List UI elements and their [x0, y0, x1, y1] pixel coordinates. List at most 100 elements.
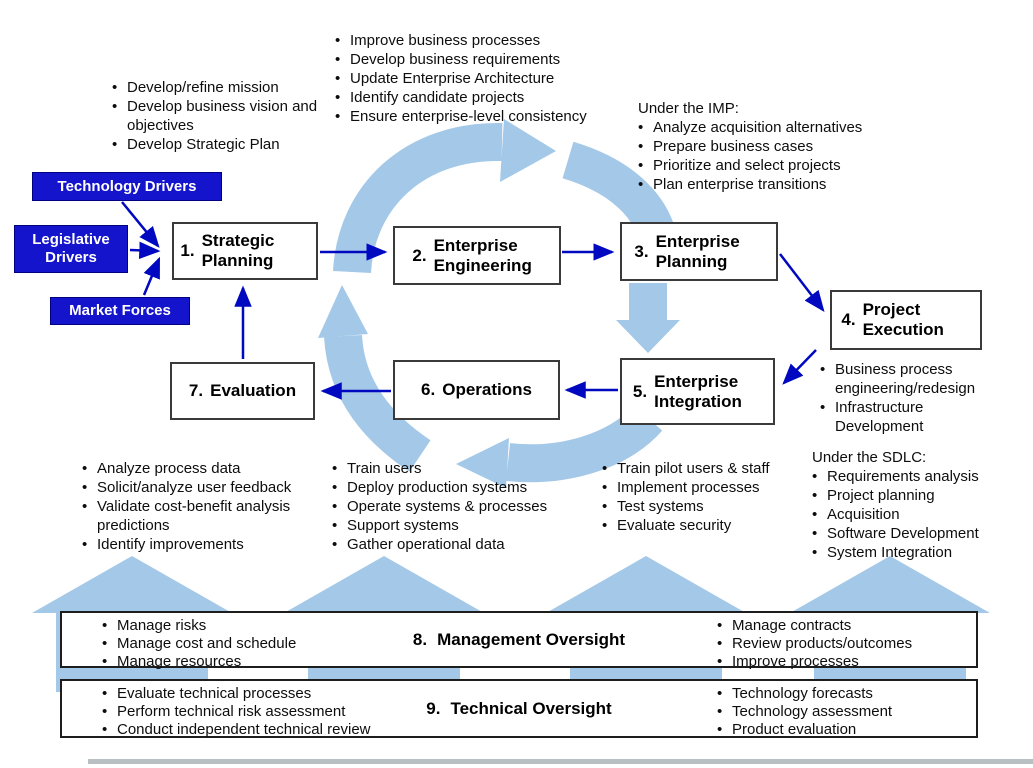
- flow-arrow-3-4-icon: [779, 253, 825, 312]
- bullet-item: Implement processes: [602, 478, 787, 497]
- bullet-item: Develop/refine mission: [112, 78, 347, 97]
- bullet-item: Technology forecasts: [717, 685, 892, 703]
- driver-box-market: Market Forces: [50, 297, 190, 325]
- bullet-item: Operate systems & processes: [332, 497, 607, 516]
- phase-number: 3.: [634, 241, 649, 261]
- bullet-item: Infrastructure Development: [820, 398, 1010, 436]
- bullet-item: Prioritize and select projects: [638, 156, 938, 175]
- phase-box-3-enterprise-planning: 3. Enterprise Planning: [620, 222, 778, 281]
- driver-box-technology: Technology Drivers: [32, 172, 222, 201]
- bullet-item: Train users: [332, 459, 607, 478]
- bullet-item: Requirements analysis: [812, 467, 1032, 486]
- bullet-item: Support systems: [332, 516, 607, 535]
- driver-label: Market Forces: [69, 302, 171, 319]
- bullet-item: Manage resources: [102, 653, 296, 671]
- phase-box-7-evaluation: 7. Evaluation: [170, 362, 315, 420]
- driver-label: Technology Drivers: [57, 177, 197, 195]
- management-left-list: Manage risksManage cost and scheduleMana…: [102, 617, 296, 671]
- cycle-arrowhead-up-icon: [318, 285, 368, 338]
- phase-name: Enterprise Engineering: [433, 235, 532, 275]
- note-evaluation: Analyze process dataSolicit/analyze user…: [82, 459, 344, 554]
- phase-name: Enterprise Integration: [654, 371, 742, 411]
- cycle-down-arrow-icon: [616, 283, 680, 353]
- slide-edge-line: [88, 759, 1033, 764]
- note-enterprise-integration: Train pilot users & staffImplement proce…: [602, 459, 787, 535]
- bullet-item: Technology assessment: [717, 703, 892, 721]
- driver-arrow-technology-icon: [121, 201, 160, 248]
- bullet-item: Develop Strategic Plan: [112, 135, 347, 154]
- driver-arrow-legislative-icon: [129, 241, 161, 260]
- bullet-item: Business process engineering/redesign: [820, 360, 1010, 398]
- management-right-list: Manage contractsReview products/outcomes…: [717, 617, 912, 671]
- bullet-item: Manage risks: [102, 617, 296, 635]
- note-under-the-sdlc: Under the SDLC: Requirements analysisPro…: [812, 448, 1032, 562]
- note-operations: Train usersDeploy production systemsOper…: [332, 459, 607, 554]
- bullet-item: Update Enterprise Architecture: [335, 69, 655, 88]
- phase-name: Evaluation: [210, 381, 297, 400]
- cycle-arc-left-icon: [324, 334, 431, 472]
- bullet-item: Perform technical risk assessment: [102, 703, 371, 721]
- phase-box-6-operations: 6. Operations: [393, 360, 560, 420]
- phase-number: 4.: [841, 310, 856, 329]
- bullet-item: Gather operational data: [332, 535, 607, 554]
- technical-oversight-label: 9. Technical Oversight: [62, 699, 976, 719]
- bullet-item: Product evaluation: [717, 721, 892, 739]
- bullet-item: Plan enterprise transitions: [638, 175, 938, 194]
- bullet-item: Ensure enterprise-level consistency: [335, 107, 655, 126]
- driver-box-legislative: Legislative Drivers: [14, 225, 128, 273]
- technical-left-list: Evaluate technical processesPerform tech…: [102, 685, 371, 739]
- oversight-name: Management Oversight: [437, 629, 626, 649]
- phase-box-2-enterprise-engineering: 2. Enterprise Engineering: [393, 226, 561, 285]
- bullet-item: Train pilot users & staff: [602, 459, 787, 478]
- technical-right-list: Technology forecastsTechnology assessmen…: [717, 685, 892, 739]
- bullet-item: Identify improvements: [82, 535, 344, 554]
- phase-box-1-strategic-planning: 1. Strategic Planning: [172, 222, 318, 280]
- bullet-item: Improve processes: [717, 653, 912, 671]
- phase-name: Project Execution: [862, 300, 944, 339]
- oversight-bar-management: Manage risksManage cost and scheduleMana…: [60, 611, 978, 671]
- oversight-bar-technical: Evaluate technical processesPerform tech…: [60, 679, 978, 738]
- driver-label: Legislative Drivers: [32, 231, 110, 266]
- bullet-item: Analyze process data: [82, 459, 344, 478]
- bullet-item: Identify candidate projects: [335, 88, 655, 107]
- oversight-number: 9.: [426, 698, 441, 718]
- sdlc-heading: Under the SDLC:: [812, 449, 927, 466]
- bullet-item: Project planning: [812, 486, 1032, 505]
- phase-number: 7.: [188, 381, 204, 400]
- phase-name: Enterprise Planning: [655, 231, 740, 271]
- bullet-item: Analyze acquisition alternatives: [638, 118, 938, 137]
- bullet-item: Evaluate security: [602, 516, 787, 535]
- bullet-item: Review products/outcomes: [717, 635, 912, 653]
- bullet-item: Validate cost-benefit analysis predictio…: [82, 497, 344, 535]
- imp-heading: Under the IMP:: [638, 100, 739, 117]
- management-oversight-label: 8. Management Oversight: [62, 630, 976, 650]
- note-enterprise-engineering: Improve business processesDevelop busine…: [335, 31, 655, 126]
- driver-arrow-market-icon: [142, 256, 161, 296]
- phase-number: 6.: [421, 380, 436, 399]
- bullet-item: Software Development: [812, 524, 1032, 543]
- phase-number: 1.: [180, 241, 195, 260]
- bullet-item: Develop business vision and objectives: [112, 97, 347, 135]
- phase-name: Strategic Planning: [201, 231, 275, 270]
- bullet-item: Prepare business cases: [638, 137, 938, 156]
- bullet-item: Develop business requirements: [335, 50, 655, 69]
- bullet-item: Manage contracts: [717, 617, 912, 635]
- bullet-item: Improve business processes: [335, 31, 655, 50]
- bullet-item: Deploy production systems: [332, 478, 607, 497]
- bullet-item: Solicit/analyze user feedback: [82, 478, 344, 497]
- cycle-arrowhead-right-icon: [500, 119, 556, 182]
- flow-arrow-4-5-icon: [782, 349, 817, 385]
- phase-number: 5.: [632, 381, 648, 401]
- note-under-the-imp: Under the IMP: Analyze acquisition alter…: [638, 99, 938, 194]
- oversight-number: 8.: [412, 629, 428, 649]
- note-strategic-planning: Develop/refine missionDevelop business v…: [112, 78, 347, 154]
- bullet-item: Manage cost and schedule: [102, 635, 296, 653]
- bullet-item: Conduct independent technical review: [102, 721, 371, 739]
- oversight-name: Technical Oversight: [450, 698, 612, 718]
- cycle-arc-top-left-icon: [333, 122, 503, 274]
- phase-number: 2.: [412, 245, 427, 265]
- phase-name: Operations: [442, 380, 532, 399]
- bullet-item: Evaluate technical processes: [102, 685, 371, 703]
- bullet-item: System Integration: [812, 543, 1032, 562]
